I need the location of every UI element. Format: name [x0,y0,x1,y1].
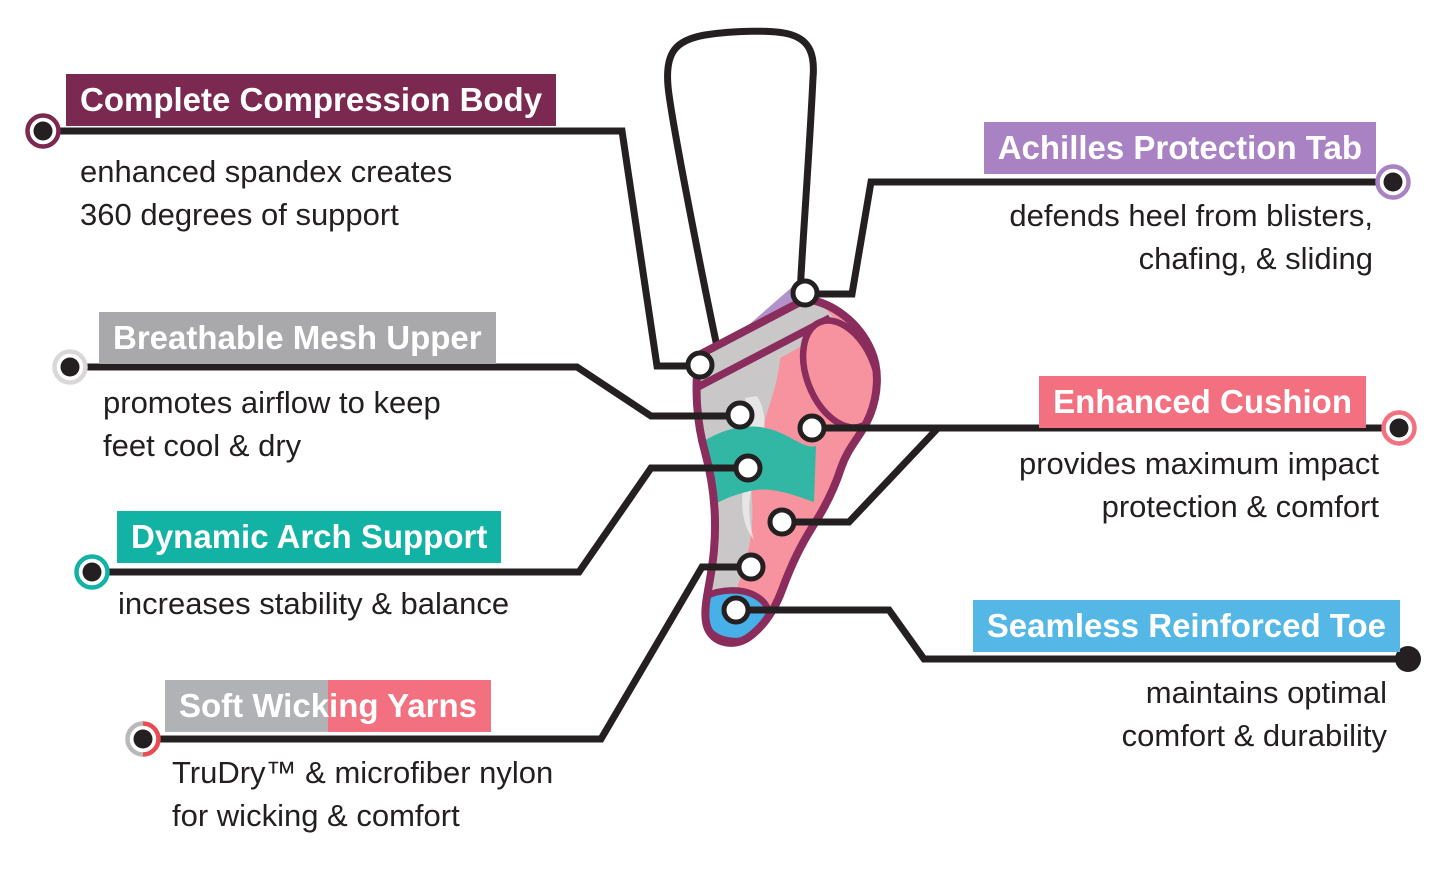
callout-arch: Dynamic Arch Support increases stability… [117,511,509,621]
callout-mesh: Breathable Mesh Upper promotes airflow t… [99,312,496,463]
callout-wicking-description: TruDry™ & microfiber nylon for wicking &… [172,751,553,837]
callout-compression: Complete Compression Body enhanced spand… [66,74,557,232]
anchor-cushion-forefoot [767,507,797,537]
callout-mesh-title: Breathable Mesh Upper [99,312,496,364]
description-line: TruDry™ & microfiber nylon [172,755,554,790]
description-line: 360 degrees of support [80,197,399,232]
description-line: protection & comfort [1101,489,1379,524]
endpoint-compression [25,113,61,149]
anchor-arch [733,453,763,483]
callout-mesh-description: promotes airflow to keep feet cool & dry [103,381,441,467]
leader-line-mesh [70,363,729,420]
description-line: comfort & durability [1121,718,1387,753]
anchor-compression [685,350,715,380]
anchor-mesh [725,400,755,430]
sock-anchor-points [685,278,827,625]
leader-lines [43,127,1408,743]
callout-wicking: Soft Wicking Yarns TruDry™ & microfiber … [165,680,553,833]
endpoint-wicking [125,721,161,757]
callout-toe-title: Seamless Reinforced Toe [972,600,1400,652]
callout-compression-title: Complete Compression Body [66,74,557,126]
leader-line-compression [43,127,689,370]
endpoint-rings [25,113,1421,757]
callout-cushion: Enhanced Cushion provides maximum impact… [1019,376,1379,524]
description-line: defends heel from blisters, [1009,198,1373,233]
sock-outline [692,295,881,647]
leader-line-achilles [816,178,1393,298]
callout-cushion-description: provides maximum impact protection & com… [1019,442,1379,528]
callout-compression-description: enhanced spandex creates 360 degrees of … [80,150,452,236]
endpoint-achilles [1375,164,1411,200]
leader-line-toe [747,606,1408,663]
callout-wicking-title: Soft Wicking Yarns [165,680,491,732]
callout-arch-description: increases stability & balance [118,582,509,625]
description-line: feet cool & dry [103,428,302,463]
callout-toe-description: maintains optimal comfort & durability [1122,671,1387,757]
anchor-wicking [736,552,766,582]
callout-arch-title: Dynamic Arch Support [117,511,502,563]
leader-line-cushion-branch [793,426,940,526]
description-line: enhanced spandex creates [80,154,453,189]
callout-toe: Seamless Reinforced Toe maintains optima… [972,600,1400,753]
anchor-cushion-heel [797,413,827,443]
description-line: for wicking & comfort [172,798,460,833]
endpoint-cushion [1381,410,1417,446]
description-line: provides maximum impact [1018,446,1379,481]
callout-achilles: Achilles Protection Tab defends heel fro… [983,122,1376,276]
description-line: maintains optimal [1145,675,1387,710]
leader-line-arch [92,464,737,576]
description-line: promotes airflow to keep [103,385,441,420]
callout-achilles-description: defends heel from blisters, chafing, & s… [1009,194,1373,280]
callout-cushion-title: Enhanced Cushion [1039,376,1366,428]
anchor-toe [721,595,751,625]
callout-achilles-title: Achilles Protection Tab [983,122,1376,174]
description-line: increases stability & balance [118,586,510,621]
leg-outline [664,27,817,360]
description-line: chafing, & sliding [1138,241,1373,276]
anchor-achilles [790,278,820,308]
leader-line-wicking [143,563,740,743]
endpoint-mesh [52,349,88,385]
endpoint-toe [1395,646,1421,672]
endpoint-arch [74,554,110,590]
